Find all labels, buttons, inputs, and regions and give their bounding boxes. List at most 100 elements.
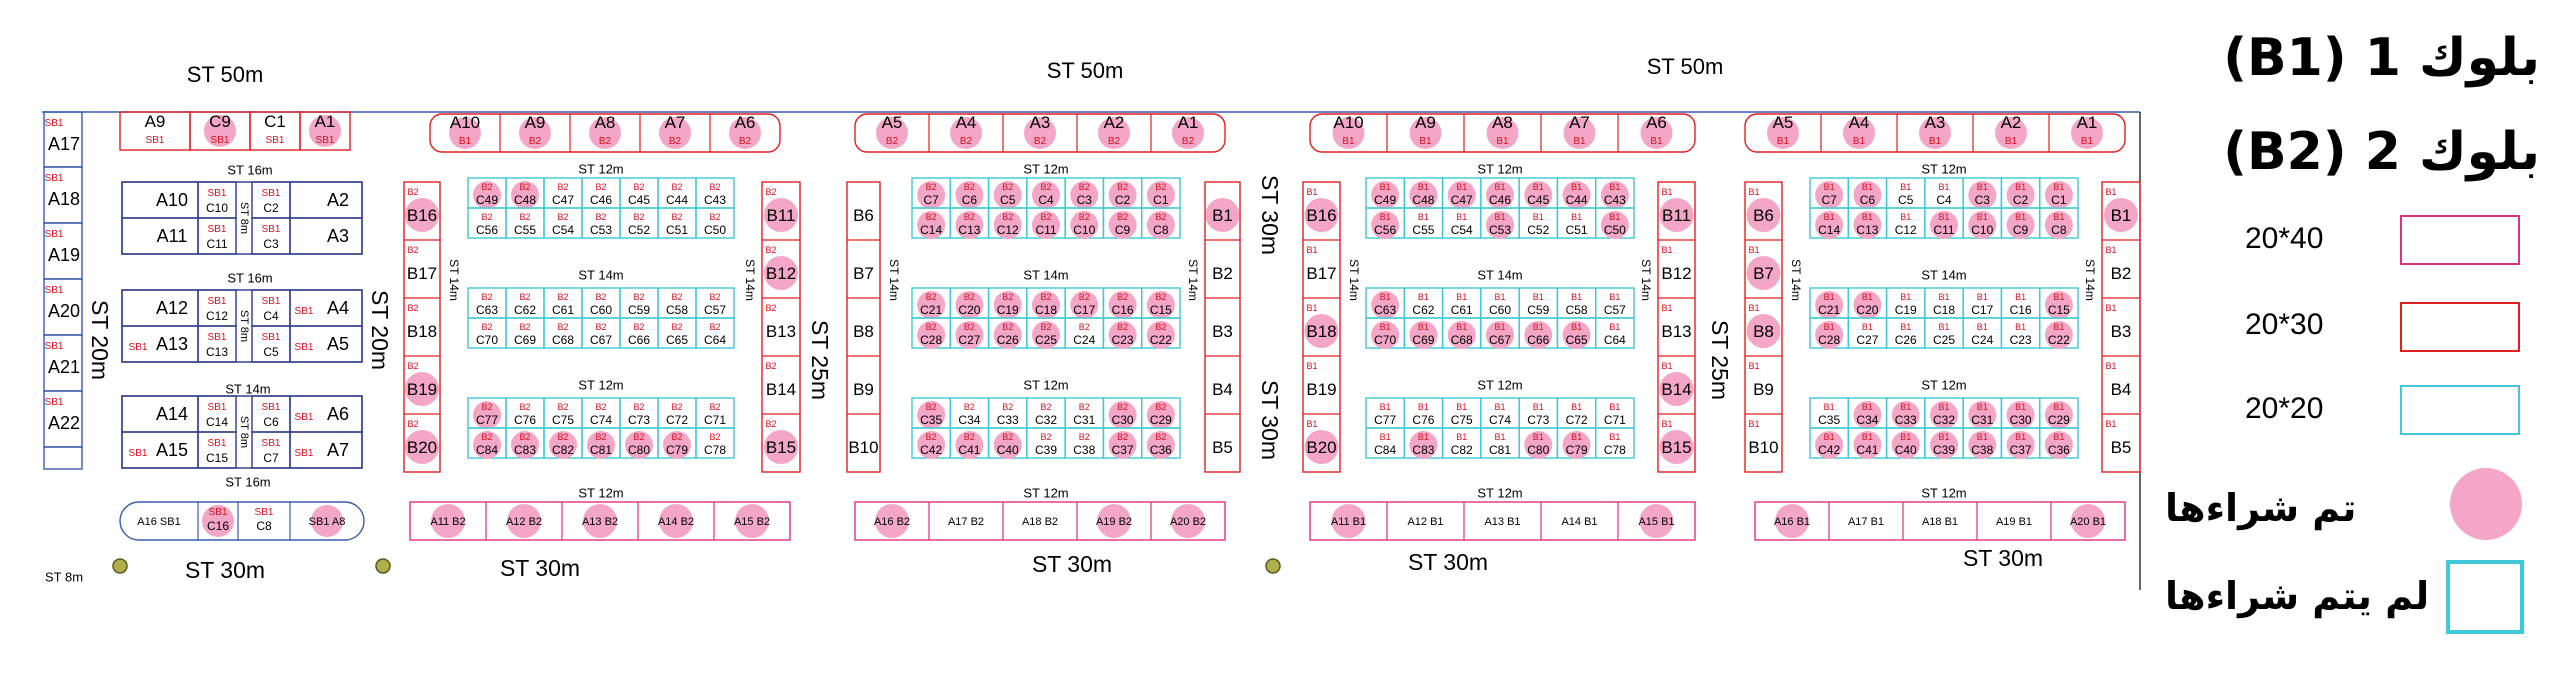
section-3-label-C45: C45 (1527, 193, 1549, 207)
sold-marker (1032, 321, 1060, 349)
section-4-label-C37: C37 (2010, 443, 2032, 457)
sold-marker (659, 117, 691, 149)
sold-marker (1659, 198, 1694, 232)
sold-marker (1853, 401, 1882, 429)
section-4-block-C4: B1 (1938, 182, 1949, 192)
section-1-top-A9: A9 (525, 113, 546, 132)
section-4-right-block-B1: B1 (2105, 187, 2116, 197)
section-4-block-C28: B1 (1824, 322, 1835, 332)
street-label-st50-3: ST 50m (1647, 54, 1724, 79)
section-1-block-C77: B2 (481, 402, 492, 412)
section-3-right-block-B13: B1 (1661, 303, 1672, 313)
section-3-street-st12-mid: ST 12m (1477, 377, 1522, 392)
zone-a-label-C13: C13 (206, 345, 228, 359)
section-1-block-C47: B2 (557, 182, 568, 192)
section-1-left-block-B17: B2 (407, 245, 418, 255)
section-4-top-block-A3: B1 (1929, 136, 1942, 147)
section-4-street-st12-top: ST 12m (1921, 161, 1966, 176)
section-2-label-C8: C8 (1153, 223, 1169, 237)
zone-a-label-C14: C14 (206, 415, 228, 429)
sold-marker (1447, 321, 1476, 349)
section-1-left-B16: B16 (407, 206, 437, 225)
section-4-left-block-B10: B1 (1748, 419, 1759, 429)
sold-marker (993, 181, 1022, 209)
section-4-left-B8: B8 (1753, 322, 1774, 341)
section-4-label-C23: C23 (2010, 333, 2032, 347)
section-1-label-C65: C65 (666, 333, 688, 347)
section-4-block-C26: B1 (1900, 322, 1911, 332)
section-4-block-C23: B1 (2015, 322, 2026, 332)
section-2-label-C19: C19 (997, 303, 1019, 317)
sold-marker (993, 291, 1022, 319)
section-3-block-C81: B1 (1494, 432, 1505, 442)
sold-marker (1108, 181, 1137, 209)
zone-a-block-label-A17: SB1 (45, 118, 64, 129)
sold-marker (2044, 291, 2073, 319)
section-3-block-C53: B1 (1494, 212, 1505, 222)
section-4-label-C25: C25 (1933, 333, 1955, 347)
street-label-st25-2: ST 25m (1707, 320, 1733, 400)
section-4-label-C32: C32 (1933, 413, 1955, 427)
sold-marker (473, 431, 501, 459)
zone-a-label-A12: A12 (156, 298, 188, 318)
section-4-left-block-B8: B1 (1748, 303, 1759, 313)
section-4-top-A5: A5 (1773, 113, 1794, 132)
sold-marker (1070, 291, 1099, 319)
section-2-block-C14: B2 (926, 212, 937, 222)
section-4-block-C31: B1 (1977, 402, 1988, 412)
section-3-right-block-B14: B1 (1661, 361, 1672, 371)
section-4-block-C25: B1 (1938, 322, 1949, 332)
section-1-top-frame (429, 113, 781, 153)
sold-marker (309, 115, 341, 147)
section-2-block-C19: B2 (1002, 292, 1013, 302)
section-2-top-block-A2: B2 (1108, 136, 1121, 147)
section-2-block-C23: B2 (1117, 322, 1128, 332)
section-4-street-st14-left: ST 14m (1789, 259, 1803, 301)
section-3-label-C71: C71 (1604, 413, 1626, 427)
zone-a-label-A15: A15 (156, 440, 188, 460)
zone-a-plot-A3 (289, 217, 363, 255)
zone-a-block-label-A18: SB1 (45, 173, 64, 184)
legend-block2-title: بلوك 2 (B2) (2223, 122, 2540, 182)
sold-marker (1919, 117, 1951, 149)
zone-a-label-C15: C15 (206, 451, 228, 465)
section-4-block-C16: B1 (2015, 292, 2026, 302)
zone-a-top-label-A1: A1 (315, 112, 336, 131)
section-3-block-C51: B1 (1571, 212, 1582, 222)
zone-a-label-A10: A10 (156, 190, 188, 210)
section-3-top-block-A9: B1 (1419, 136, 1432, 147)
section-1-block-C73: B2 (633, 402, 644, 412)
section-2-block-C20: B2 (964, 292, 975, 302)
section-4-label-C31: C31 (1971, 413, 1993, 427)
sold-marker (405, 198, 439, 232)
sold-marker (1304, 430, 1339, 464)
section-2-label-C29: C29 (1150, 413, 1172, 427)
zone-a-block-A13: SB1 (129, 342, 148, 353)
street-label-st16-a2: ST 16m (227, 270, 272, 285)
sold-marker (1767, 117, 1799, 149)
section-1-block-C51: B2 (671, 212, 682, 222)
section-1-label-C43: C43 (704, 193, 726, 207)
zone-a-plot-label-A18: A18 (48, 189, 80, 209)
section-4-block-C19: B1 (1900, 292, 1911, 302)
tree-icon (112, 558, 128, 574)
section-4-label-C6: C6 (1860, 193, 1876, 207)
zone-a-bottom-frame (119, 501, 365, 541)
section-1-label-C69: C69 (514, 333, 536, 347)
section-2-label-C18: C18 (1035, 303, 1057, 317)
section-3-label-C81: C81 (1489, 443, 1511, 457)
section-3-label-C68: C68 (1451, 333, 1473, 347)
section-3-left-frame (1302, 181, 1341, 473)
section-2-left-B7: B7 (853, 264, 874, 283)
section-3-block-C80: B1 (1533, 432, 1544, 442)
section-1-bottom-A11 B2: A11 B2 (430, 516, 465, 528)
section-3-block-C67: B1 (1494, 322, 1505, 332)
section-2-label-C25: C25 (1035, 333, 1057, 347)
section-1-label-C82: C82 (552, 443, 574, 457)
section-4-label-C28: C28 (1818, 333, 1840, 347)
section-4-label-C42: C42 (1818, 443, 1840, 457)
section-2-label-C34: C34 (958, 413, 980, 427)
section-1-label-C66: C66 (628, 333, 650, 347)
sold-marker (1409, 321, 1438, 349)
section-2-label-C16: C16 (1112, 303, 1134, 317)
